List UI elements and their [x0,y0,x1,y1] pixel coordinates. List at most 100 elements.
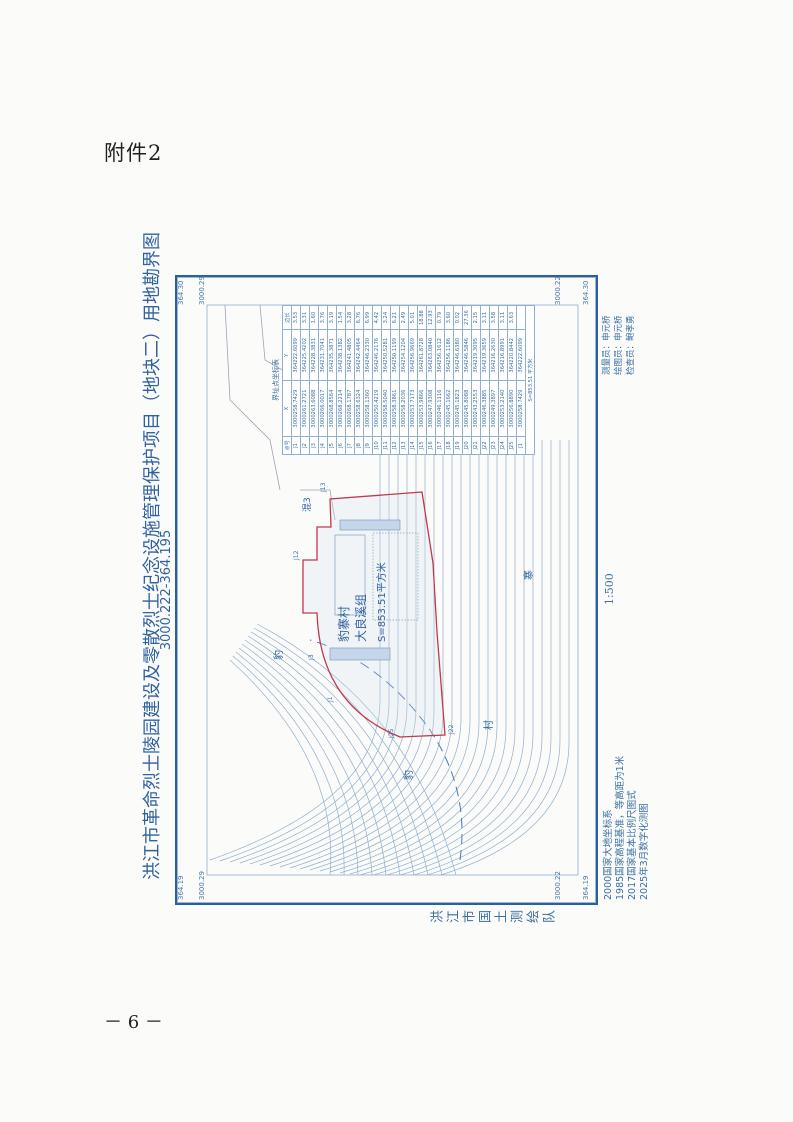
contour-line [399,440,552,875]
place-label: 寨 [524,570,535,580]
corner-label-bl-y: 364.19 [582,875,590,901]
column-header: 边长 [282,305,292,330]
contour-line [249,440,417,865]
attachment-label: 附件2 [104,141,163,165]
parcel-structures [329,519,419,661]
column-header: 点号 [282,436,292,455]
contour-line [250,631,429,875]
cell-len: 6.21 [390,305,400,330]
cell-y: 364216.8991 [498,329,508,381]
ditch-label: 混3 [303,497,313,512]
cell-x: 3000253.2140 [498,380,508,437]
cell-x: 3000258.7429 [291,380,301,437]
cell-x: 3000268.8564 [327,380,337,437]
cell-y: 364219.3095 [471,329,481,381]
contour-line [409,440,561,875]
map-scale: 1:500 [603,573,616,605]
contour-line [219,440,390,862]
cell-id: J6 [336,436,346,455]
cell-x: 3000245.1662 [444,380,454,437]
page-number: － 6 － [104,1012,163,1033]
cell-len: 3.58 [489,305,499,330]
parcel-boundary [302,491,446,738]
cell-y: 364241.4805 [345,329,355,381]
cell-id: J1 [516,436,526,455]
corner-label-tr-x: 3000.29 [198,276,206,305]
point-label: J12 [293,550,300,560]
cell-x: 3000268.1787 [345,380,355,437]
contour-line [229,659,332,875]
cell-x: 3000247.9308 [426,380,436,437]
cell-len: 3.76 [318,305,328,330]
corner-label-br-x: 3000.22 [554,276,562,305]
cell-id: J17 [435,436,445,455]
point-label: J3 [308,654,315,660]
cell-len: 3.60 [444,305,454,330]
cell-len: 1.60 [309,305,319,330]
cell-x: 3000261.2721 [300,380,310,437]
cell-x: 3000245.1823 [453,380,463,437]
cell-y: 364222.6099 [516,329,526,381]
cell-y: 364250.5281 [381,329,391,381]
cell-id: J18 [444,436,454,455]
cell-len: 12.93 [426,305,436,330]
contour-line [349,440,507,875]
cell-y: 364225.4202 [300,329,310,381]
table-title: 界址点坐标表 [272,359,280,401]
cell-x: 3000258.7429 [516,380,526,437]
cell-y: 364220.8442 [507,329,517,381]
cell-len: 3.11 [498,305,508,330]
cell-id: J10 [372,436,382,455]
contour-line [238,647,373,875]
cell-len: 3.11 [480,305,490,330]
cell-y: 364235.3871 [327,329,337,381]
group-label: 大良溪组 [354,593,368,642]
cell-x: 3000266.0017 [318,380,328,437]
cell-x: 3000245.8088 [462,380,472,437]
cell-y: 364256.1186 [444,329,454,381]
contour-line [253,627,443,875]
cell-id: J16 [426,436,436,455]
cell-x: 3000246.1116 [435,380,445,437]
cell-id: J4 [318,436,328,455]
contour-line [309,440,471,871]
cell-id: J1 [291,436,301,455]
contour-line [379,440,534,875]
map-drawing [206,304,579,876]
corner-label-tl-x: 3000.29 [198,871,206,900]
table-footer: S=853.51 平方米 [525,305,535,455]
cell-y: 364219.3659 [480,329,490,381]
cell-id: J21 [471,436,481,455]
place-label: 豹 [404,770,415,780]
cell-x: 3000246.3885 [480,380,490,437]
cell-len: 2.49 [399,305,409,330]
point-label: J13 [320,482,327,492]
cell-len: 4.42 [372,305,382,330]
cell-y: 364261.8728 [417,329,427,381]
cell-len: 5.01 [408,305,418,330]
corner-label-tl-y: 364.19 [177,875,185,901]
cell-id: J3 [309,436,319,455]
place-label: 村 [484,720,495,730]
note-line: 2025年3月数字化测图 [639,803,650,900]
contour-line [239,440,408,864]
contour-line [259,440,426,866]
cell-id: J7 [345,436,355,455]
cell-len: 0.79 [435,305,445,330]
cell-x: 3000253.9866 [417,380,427,437]
survey-map-sheet: 洪江市革命烈士陵园建设及零散烈士纪念设施管理保护项目（地块二）用地勘界图 300… [130,232,660,960]
contour-line [319,440,480,872]
cell-y: 364246.2330 [363,329,373,381]
cell-id: J15 [417,436,427,455]
